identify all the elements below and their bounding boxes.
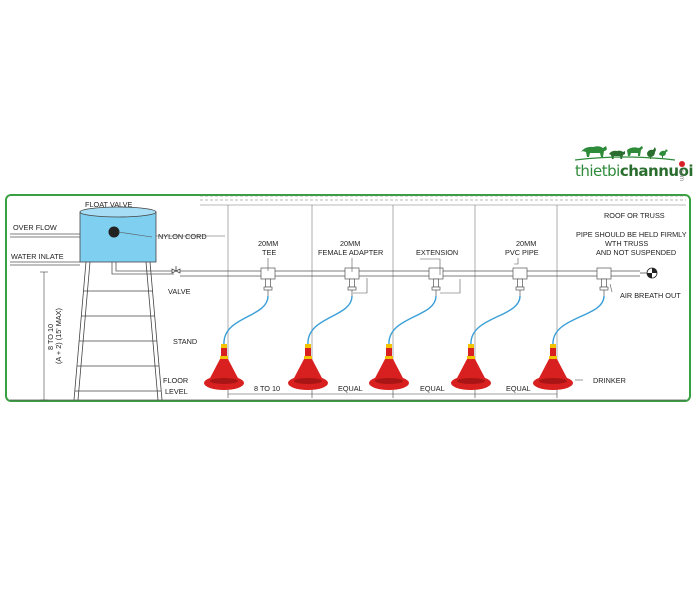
height-label-1: 8 TO 10	[46, 324, 55, 350]
extension-label: EXTENSION	[416, 248, 458, 257]
brand-logo: thietbichannuoi .com	[574, 138, 694, 186]
air-breath-label: AIR BREATH OUT	[620, 291, 681, 300]
drinkers	[204, 344, 573, 390]
note-label-3: AND NOT SUSPENDED	[596, 248, 676, 257]
note-label-1: PIPE SHOULD BE HELD FIRMLY	[576, 230, 687, 239]
dim-equal-label-2: EQUAL	[420, 384, 445, 393]
farm-animals-icon	[574, 146, 676, 161]
tee-label-1: 20MM	[258, 239, 278, 248]
diagram-frame	[5, 194, 691, 402]
brand-domain-text: .com	[678, 168, 684, 182]
pipe-fitting	[428, 267, 444, 296]
dim-first-label: 8 TO 10	[254, 384, 280, 393]
leader-lines	[117, 231, 613, 381]
brand-domain: .com	[678, 161, 687, 181]
bell-drinker-icon	[451, 344, 491, 390]
floor-label-2: LEVEL	[165, 387, 188, 396]
truss-hangers	[227, 205, 558, 385]
pipe-fittings	[260, 267, 612, 296]
dim-equal-label-3: EQUAL	[506, 384, 531, 393]
height-label-2: (A + 2) (15' MAX)	[54, 308, 63, 364]
pvc-label-2: PVC PIPE	[505, 248, 539, 257]
red-dot-icon	[679, 161, 685, 167]
over-flow-label: OVER FLOW	[13, 223, 57, 232]
spacing-dimensions	[227, 390, 558, 398]
bell-drinker-icon	[288, 344, 328, 390]
drinker-hose	[388, 295, 437, 346]
air-breath-out-icon	[640, 267, 658, 279]
pipe-fitting	[596, 267, 612, 296]
bell-drinker-icon	[533, 344, 573, 390]
pvc-label-1: 20MM	[516, 239, 536, 248]
valve-label: VALVE	[168, 287, 191, 296]
adapter-label-1: 20MM	[340, 239, 360, 248]
water-inlate-label: WATER INLATE	[11, 252, 64, 261]
roof-truss	[200, 195, 686, 206]
drinker-hoses	[223, 295, 605, 346]
float-valve-label: FLOAT VALVE	[85, 200, 132, 209]
note-label-2: WTH TRUSS	[605, 239, 648, 248]
pipe-fitting	[512, 267, 528, 296]
main-pvc-pipe	[180, 270, 640, 277]
adapter-label-2: FEMALE ADAPTER	[318, 248, 383, 257]
tank-stand	[73, 261, 163, 401]
float-ball-icon	[108, 226, 120, 238]
water-tank	[79, 206, 157, 263]
floor-label-1: FLOOR	[163, 376, 188, 385]
drinker-hose	[470, 295, 521, 346]
brand-part2: channuoi	[619, 162, 694, 180]
pipe-fitting	[260, 267, 276, 296]
drinker-hose	[552, 295, 605, 346]
roof-label: ROOF OR TRUSS	[604, 211, 665, 220]
brand-part1: thietbi	[575, 162, 620, 180]
nylon-cord-label: NYLON CORD	[158, 232, 207, 241]
brand-wordmark: thietbichannuoi	[575, 162, 694, 180]
drinker-label: DRINKER	[593, 376, 626, 385]
tank-pipes	[10, 233, 174, 275]
drinker-hose	[223, 295, 269, 346]
pipe-fitting	[344, 267, 360, 296]
bell-drinker-icon	[204, 344, 244, 390]
tee-label-2: TEE	[262, 248, 276, 257]
bell-drinker-icon	[369, 344, 409, 390]
stand-label: STAND	[173, 337, 197, 346]
drinker-hose	[307, 295, 353, 346]
dim-equal-label-1: EQUAL	[338, 384, 363, 393]
valve-icon	[171, 266, 181, 274]
